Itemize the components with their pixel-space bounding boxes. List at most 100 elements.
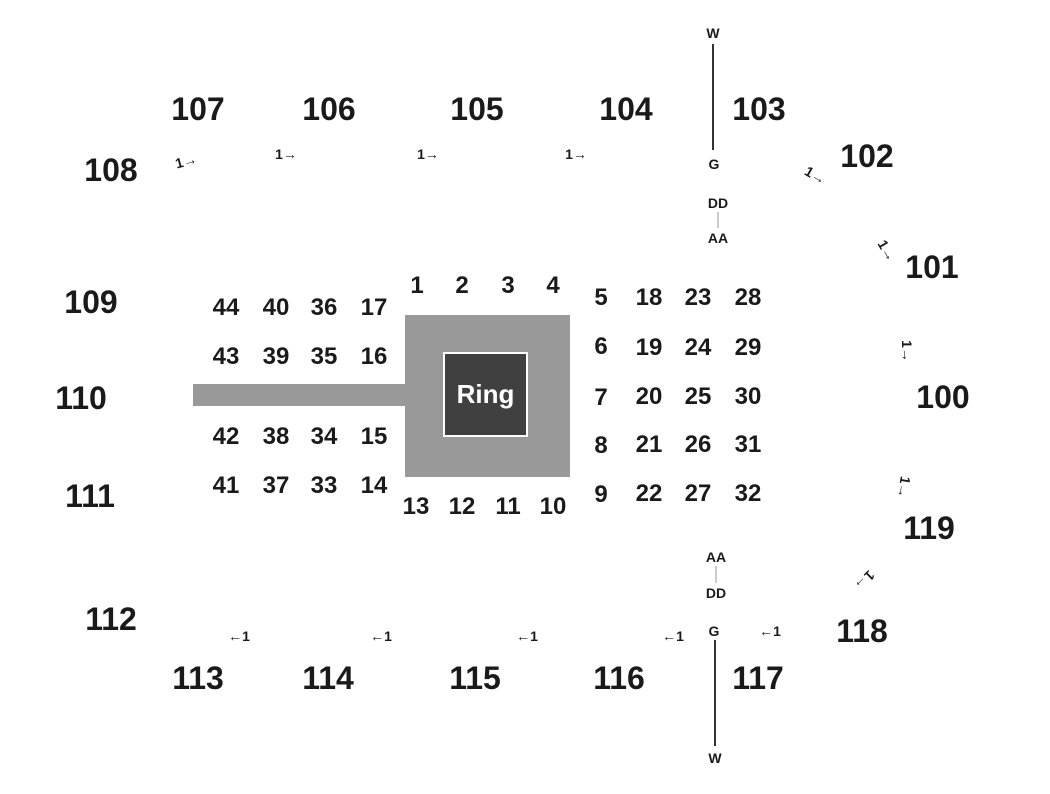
floor-section[interactable]: 15 [361,423,388,450]
floor-section[interactable]: 30 [735,383,762,410]
floor-section[interactable]: 26 [685,431,712,458]
floor-section[interactable]: 22 [636,480,663,507]
row-arrow: 1→ [417,146,439,162]
floor-section[interactable]: 11 [495,493,520,520]
row-arrow: ←1 [370,628,392,644]
floor-section[interactable]: 5 [594,284,607,311]
floor-section[interactable]: 36 [311,294,338,321]
section-114[interactable]: 114 [302,660,354,696]
row-arrow: ←1 [516,628,538,644]
floor-section[interactable]: 17 [361,294,388,321]
floor-section[interactable]: 43 [213,343,240,370]
section-101[interactable]: 101 [905,249,958,285]
floor-section[interactable]: 9 [594,481,607,508]
row-arrows-top: 1→ 1→ 1→ 1→ [173,146,586,172]
section-104[interactable]: 104 [599,91,653,127]
floor-sections-left: 44 40 36 17 43 39 35 16 42 38 34 15 41 3… [213,294,388,499]
section-105[interactable]: 105 [450,91,503,127]
section-113[interactable]: 113 [172,660,224,696]
floor-section[interactable]: 21 [636,431,663,458]
ring[interactable] [443,352,528,437]
floor-section[interactable]: 25 [685,383,712,410]
row-markers-top: W G DD AA [706,25,728,246]
row-arrow: 1→ [894,475,914,499]
section-112[interactable]: 112 [85,601,137,637]
row-marker-aa: AA [708,230,728,246]
stage-walkway [193,384,408,406]
row-arrow: 1→ [802,163,829,188]
floor-section[interactable]: 40 [263,294,290,321]
section-109[interactable]: 109 [64,284,117,320]
row-marker-dd: DD [706,585,726,601]
upper-sections-top: 107 106 105 104 103 102 [171,91,893,174]
upper-sections-bottom: 118 117 116 115 114 113 [172,613,888,696]
floor-section[interactable]: 7 [594,384,607,411]
floor-section[interactable]: 23 [685,284,712,311]
section-119[interactable]: 119 [903,510,955,546]
floor-section[interactable]: 2 [455,272,468,299]
row-arrows-diagonal: 1→ 1→ 1→ 1→ 1→ [802,163,915,594]
floor-sections-ringside: 1 2 3 4 13 12 11 10 [403,272,567,520]
floor-section[interactable]: 39 [263,343,290,370]
floor-section[interactable]: 37 [263,472,290,499]
section-103[interactable]: 103 [732,91,785,127]
floor-section[interactable]: 32 [735,480,762,507]
floor-section[interactable]: 33 [311,472,338,499]
section-100[interactable]: 100 [916,379,969,415]
section-107[interactable]: 107 [171,91,224,127]
floor-section[interactable]: 42 [213,423,240,450]
row-arrow: 1→ [874,237,899,264]
row-arrows-bottom: ←1 ←1 ←1 ←1 ←1 [228,623,781,644]
floor-section[interactable]: 35 [311,343,338,370]
row-marker-g: G [709,623,720,639]
floor-section[interactable]: 1 [410,272,423,299]
section-110[interactable]: 110 [55,380,107,416]
stage: Ring [193,315,570,477]
floor-section[interactable]: 12 [449,493,476,520]
row-arrow: 1→ [851,567,878,594]
floor-section[interactable]: 3 [501,272,514,299]
row-arrow: 1→ [275,146,297,162]
row-markers-bottom: AA DD G W [706,549,726,766]
floor-section[interactable]: 4 [546,272,560,299]
floor-section[interactable]: 18 [636,284,663,311]
ring-label: Ring [457,379,515,409]
row-marker-g: G [709,156,720,172]
floor-section[interactable]: 29 [735,334,762,361]
floor-section[interactable]: 41 [213,472,240,499]
section-108[interactable]: 108 [84,152,137,188]
floor-section[interactable]: 8 [594,432,607,459]
upper-sections-right: 101 100 119 [903,249,970,546]
section-111[interactable]: 111 [65,478,115,514]
floor-section[interactable]: 44 [213,294,240,321]
floor-section[interactable]: 31 [735,431,762,458]
floor-section[interactable]: 27 [685,480,712,507]
row-arrow: 1→ [565,146,587,162]
section-102[interactable]: 102 [840,138,893,174]
row-arrow: 1→ [173,150,198,171]
floor-section[interactable]: 24 [685,334,712,361]
floor-section[interactable]: 13 [403,493,430,520]
floor-section[interactable]: 10 [540,493,567,520]
floor-section[interactable]: 19 [636,334,663,361]
floor-section[interactable]: 38 [263,423,290,450]
section-115[interactable]: 115 [449,660,501,696]
upper-sections-left: 112 111 110 109 108 [55,152,138,637]
row-arrow: 1→ [899,340,915,362]
section-118[interactable]: 118 [836,613,888,649]
section-117[interactable]: 117 [732,660,784,696]
section-106[interactable]: 106 [302,91,355,127]
row-arrow: ←1 [759,623,781,639]
floor-section[interactable]: 34 [311,423,338,450]
floor-section[interactable]: 20 [636,383,663,410]
floor-section[interactable]: 6 [594,333,607,360]
floor-section[interactable]: 16 [361,343,388,370]
section-116[interactable]: 116 [593,660,645,696]
floor-sections-right: 5 18 23 28 6 19 24 29 7 20 25 30 8 21 26… [594,284,761,508]
row-marker-w: W [708,750,722,766]
row-arrow: ←1 [662,628,684,644]
row-marker-w: W [706,25,720,41]
floor-section[interactable]: 28 [735,284,762,311]
floor-section[interactable]: 14 [361,472,388,499]
